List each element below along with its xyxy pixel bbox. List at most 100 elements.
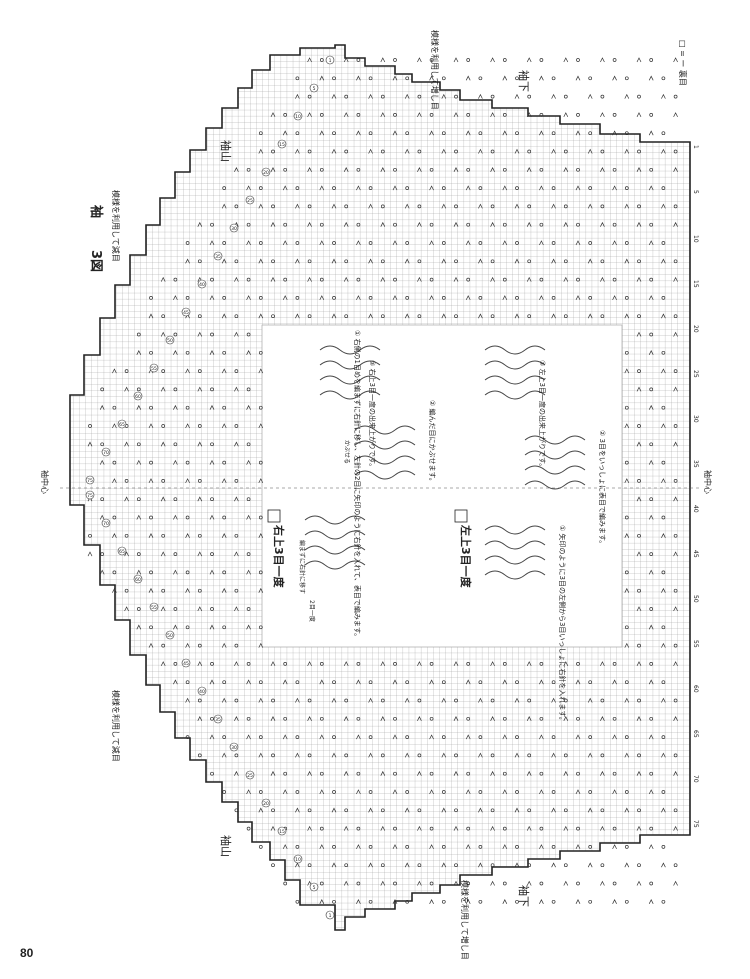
yarn-over-symbol	[417, 753, 422, 758]
decrease-symbol	[673, 716, 678, 721]
decrease-symbol	[136, 569, 142, 575]
yarn-over-symbol	[246, 716, 251, 721]
decrease-symbol	[404, 313, 410, 319]
yarn-over-symbol	[441, 790, 446, 794]
decrease-symbol	[551, 752, 556, 758]
decrease-symbol	[356, 240, 361, 246]
decrease-symbol	[258, 258, 264, 264]
yarn-over-symbol	[441, 131, 446, 136]
decrease-symbol	[221, 587, 227, 593]
decrease-symbol	[429, 295, 434, 301]
yarn-over-symbol	[234, 424, 239, 428]
decrease-symbol	[502, 240, 508, 246]
yarn-over-symbol	[210, 497, 214, 502]
yarn-over-symbol	[612, 716, 617, 721]
decrease-symbol	[343, 716, 349, 721]
yarn-over-symbol	[234, 259, 239, 264]
decrease-symbol	[502, 844, 508, 850]
decrease-symbol	[282, 295, 288, 301]
yarn-over-symbol	[502, 826, 507, 831]
decrease-symbol	[441, 258, 447, 264]
decrease-symbol	[429, 185, 434, 191]
decrease-symbol	[551, 258, 556, 264]
decrease-symbol	[636, 276, 642, 282]
decrease-symbol	[319, 844, 325, 850]
yarn-over-symbol	[637, 863, 641, 868]
right-callout-3: かぶせる	[343, 440, 350, 464]
stitch-illustrations	[304, 345, 586, 580]
decrease-symbol	[417, 880, 422, 886]
yarn-over-symbol	[149, 625, 153, 630]
yarn-over-symbol	[405, 296, 410, 300]
decrease-symbol	[673, 386, 678, 392]
yarn-over-symbol	[661, 131, 666, 136]
yarn-over-symbol	[588, 76, 593, 81]
yarn-over-symbol	[649, 497, 654, 502]
row-marker-number: 20	[263, 801, 269, 807]
row-marker-number: 60	[135, 394, 141, 400]
yarn-over-symbol	[393, 167, 397, 172]
yarn-over-symbol	[429, 277, 434, 282]
decrease-symbol	[319, 240, 325, 246]
stitch-number: 40	[692, 505, 699, 513]
decrease-symbol	[197, 606, 203, 612]
right-callout-1: 編まずに右針に移す	[298, 540, 306, 594]
decrease-symbol	[319, 75, 325, 81]
decrease-symbol	[478, 697, 483, 703]
row-marker-circle	[213, 251, 223, 261]
decrease-symbol	[441, 752, 447, 758]
decrease-symbol	[258, 587, 264, 593]
yarn-over-symbol	[197, 698, 202, 703]
decrease-symbol	[99, 404, 105, 410]
decrease-symbol	[673, 112, 678, 118]
decrease-symbol	[197, 441, 203, 447]
row-marker-number: 10	[295, 857, 301, 863]
decrease-symbol	[502, 130, 508, 136]
yarn-over-symbol	[673, 479, 678, 483]
decrease-symbol	[307, 716, 312, 721]
yarn-over-symbol	[527, 863, 532, 868]
yarn-over-symbol	[161, 533, 166, 538]
yarn-over-symbol	[576, 662, 580, 666]
decrease-symbol	[441, 807, 447, 813]
decrease-symbol	[404, 93, 410, 99]
decrease-symbol	[404, 862, 410, 868]
yarn-over-symbol	[490, 149, 495, 154]
decrease-symbol	[673, 661, 678, 667]
decrease-symbol	[112, 478, 117, 484]
decrease-symbol	[343, 57, 349, 63]
yarn-over-symbol	[600, 94, 605, 99]
decrease-symbol	[197, 221, 203, 227]
decrease-symbol	[392, 75, 398, 81]
decrease-symbol	[563, 112, 569, 118]
yarn-over-symbol	[576, 826, 580, 831]
yarn-over-symbol	[417, 698, 422, 703]
left-step-2: ② 3目をいっしょに表目で編みます。	[598, 430, 607, 547]
yarn-over-symbol	[234, 533, 239, 538]
decrease-symbol	[673, 770, 678, 776]
decrease-symbol	[124, 496, 129, 502]
yarn-over-symbol	[673, 533, 678, 538]
decrease-symbol	[185, 368, 190, 374]
yarn-over-symbol	[551, 131, 556, 136]
decrease-symbol	[307, 167, 312, 172]
decrease-symbol	[234, 496, 239, 502]
left-step-1: ① 矢印のように3目の左側から3目いっしょに右針を入れます。	[558, 525, 567, 724]
yarn-over-symbol	[649, 552, 654, 556]
yarn-over-symbol	[527, 753, 532, 758]
decrease-symbol	[453, 276, 459, 282]
yarn-over-symbol	[515, 790, 519, 794]
row-marker-circle	[85, 490, 95, 500]
increase-note-bottom: 模様を利用して増し目	[460, 880, 470, 960]
yarn-over-symbol	[88, 424, 92, 428]
yarn-over-symbol	[100, 442, 105, 447]
yarn-over-symbol	[149, 296, 153, 300]
yarn-over-symbol	[466, 771, 471, 776]
yarn-over-symbol	[478, 131, 483, 136]
decrease-symbol	[551, 93, 556, 99]
yarn-over-symbol	[649, 826, 654, 831]
decrease-symbol	[539, 130, 544, 136]
yarn-over-symbol	[527, 204, 532, 209]
yarn-over-symbol	[380, 698, 385, 703]
yarn-over-symbol	[405, 241, 410, 245]
